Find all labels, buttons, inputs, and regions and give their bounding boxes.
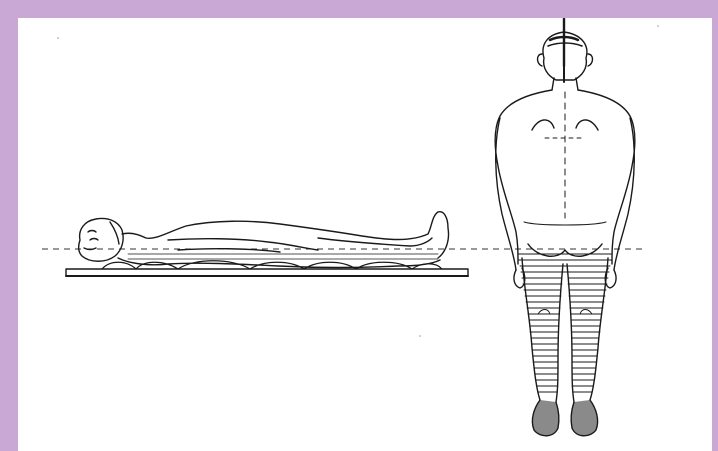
right-foot (571, 400, 597, 436)
supine-figure (66, 212, 468, 276)
right-side-torso (578, 90, 635, 264)
left-leg (522, 258, 540, 400)
head-supine (79, 218, 123, 261)
standing-figure-rear-view (495, 18, 635, 436)
speck (419, 335, 421, 337)
right-leg (590, 258, 608, 400)
frame-border-right (712, 0, 718, 451)
illustration-svg (18, 18, 712, 451)
frame-border-left (0, 0, 18, 451)
illustration-canvas (18, 18, 712, 451)
frame-border-top (0, 0, 718, 18)
torso-supine (122, 212, 449, 258)
speck (657, 25, 659, 27)
board (66, 269, 468, 276)
leg-hatching (518, 254, 612, 392)
left-side-torso (495, 90, 552, 264)
left-foot (532, 400, 558, 436)
speck (57, 37, 59, 39)
